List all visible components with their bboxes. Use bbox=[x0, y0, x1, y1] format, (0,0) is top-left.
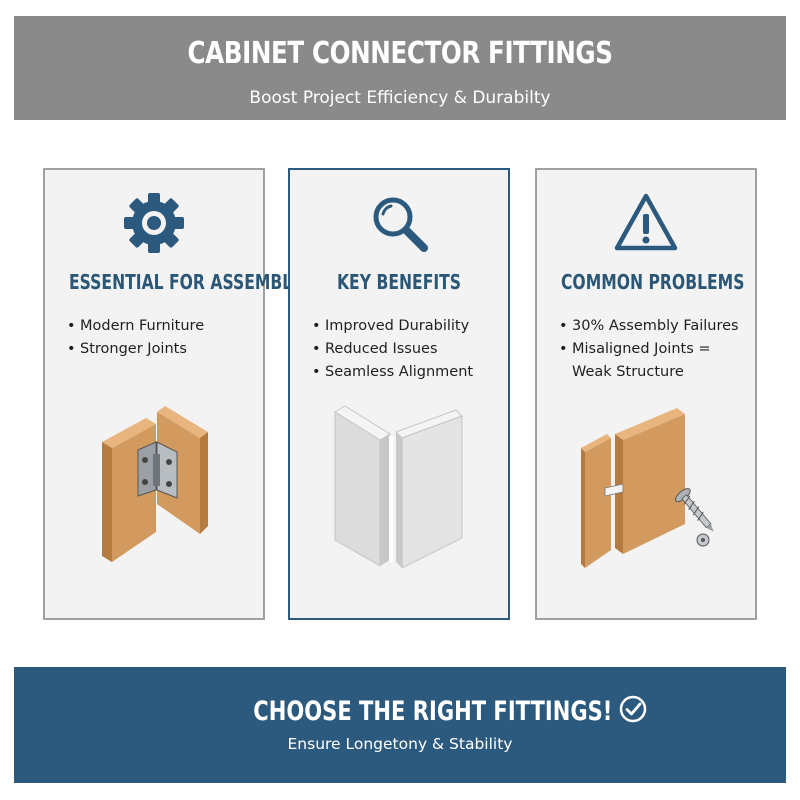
card-essential-for-assembly: ESSENTIAL FOR ASSEMBLY Modern Furniture … bbox=[43, 168, 302, 620]
list-item: Seamless Alignment bbox=[312, 361, 502, 384]
list-item: Modern Furniture bbox=[67, 315, 257, 338]
list-item: Misaligned Joints = bbox=[559, 338, 749, 361]
gear-icon bbox=[121, 190, 187, 261]
wood-panels-with-hinge-illustration bbox=[45, 392, 262, 582]
warning-icon bbox=[613, 190, 679, 261]
card-bullet-list: 30% Assembly Failures Misaligned Joints … bbox=[559, 315, 749, 384]
footer-title: CHOOSE THE RIGHT FITTINGS! bbox=[253, 695, 613, 727]
page-title: CABINET CONNECTOR FITTINGS bbox=[187, 36, 613, 71]
card-title: KEY BENEFITS bbox=[336, 270, 462, 294]
card-bullet-list: Improved Durability Reduced Issues Seaml… bbox=[312, 315, 502, 384]
card-common-problems: COMMON PROBLEMS 30% Assembly Failures Mi… bbox=[535, 168, 757, 620]
misaligned-panels-with-screws-illustration bbox=[537, 392, 754, 582]
aligned-corner-joint-illustration bbox=[290, 392, 507, 582]
list-item-continuation: Weak Structure bbox=[572, 364, 684, 380]
check-circle-icon bbox=[618, 694, 648, 729]
card-bullet-list: Modern Furniture Stronger Joints bbox=[67, 315, 257, 361]
page-subtitle: Boost Project Efficiency & Durabilty bbox=[249, 88, 551, 108]
footer-subtitle: Ensure Longetony & Stability bbox=[287, 735, 513, 753]
footer-banner: CHOOSE THE RIGHT FITTINGS! Ensure Longet… bbox=[14, 667, 786, 783]
list-item: Reduced Issues bbox=[312, 338, 502, 361]
header-banner: CABINET CONNECTOR FITTINGS Boost Project… bbox=[14, 16, 786, 120]
list-item: Stronger Joints bbox=[67, 338, 257, 361]
footer-title-row: CHOOSE THE RIGHT FITTINGS! bbox=[14, 693, 786, 729]
card-title: ESSENTIAL FOR ASSEMBLY bbox=[68, 270, 302, 294]
magnifier-icon bbox=[366, 190, 432, 261]
card-key-benefits: KEY BENEFITS Improved Durability Reduced… bbox=[288, 168, 510, 620]
list-item: 30% Assembly Failures bbox=[559, 315, 749, 338]
card-title: COMMON PROBLEMS bbox=[560, 270, 745, 294]
list-item: Improved Durability bbox=[312, 315, 502, 338]
